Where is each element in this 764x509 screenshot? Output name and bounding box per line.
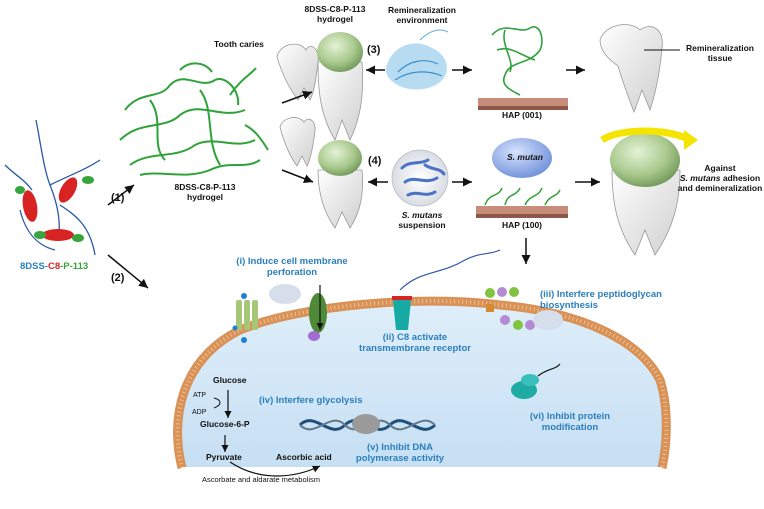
smutans-suspension <box>391 149 449 207</box>
mechanism-iv: (iv) Interfere glycolysis <box>259 395 363 406</box>
tooth-caries-middle <box>279 117 316 167</box>
hap-100-label: HAP (100) <box>502 220 542 230</box>
step-4-label: (4) <box>368 155 382 167</box>
mechanism-i: (i) Induce cell membrane perforation <box>236 256 348 278</box>
smutan-label: S. mutan <box>507 152 543 162</box>
remin-tissue-label: Remineralization tissue <box>685 43 755 63</box>
atp-adp-arc <box>213 397 221 409</box>
arrow-2 <box>107 254 149 289</box>
peptide-structure <box>4 119 101 256</box>
ascorbic-acid-label: Ascorbic acid <box>276 452 332 462</box>
peptide-label: 8DSS-C8-P-113 <box>20 261 89 272</box>
tooth-caries-label: Tooth caries <box>214 39 264 49</box>
arrow-to-gel-top <box>281 90 313 104</box>
hap-100-crystal <box>476 206 568 218</box>
hydrogel-protein <box>119 62 269 176</box>
peptide-on-hap-001 <box>491 26 543 96</box>
transmembrane-channel <box>308 285 327 341</box>
c8-receptor <box>392 249 501 330</box>
smutan-cell <box>492 138 552 178</box>
metabolism-label: Ascorbate and aldarate metabolism <box>202 475 320 484</box>
pyruvate-label: Pyruvate <box>206 452 242 462</box>
step-1-label: (1) <box>111 192 125 204</box>
adp-label: ADP <box>192 409 207 416</box>
pyruvate-to-ascorbic <box>229 461 321 477</box>
bacterial-cell <box>173 296 671 470</box>
arrow-1 <box>107 184 135 206</box>
peptide-on-hap-100 <box>484 187 561 206</box>
mechanism-ii: (ii) C8 activate transmembrane receptor <box>359 332 471 354</box>
membrane-cloud-1 <box>269 284 301 304</box>
tooth-with-gel-top <box>317 32 364 141</box>
mechanism-vi: (vi) Inhibit protein modification <box>529 411 611 433</box>
remin-env-label: Remineralization environment <box>387 5 457 25</box>
gel-top-label: 8DSS-C8-P-113 hydrogel <box>304 4 366 24</box>
protein-ribosome <box>511 363 561 399</box>
atp-label: ATP <box>193 392 207 399</box>
mechanism-iii: (iii) Interfere peptidoglycan biosynthes… <box>540 289 662 311</box>
tooth-caries-top <box>276 43 319 101</box>
tooth-with-gel-middle <box>317 140 364 229</box>
step-3-label: (3) <box>367 44 381 56</box>
mechanism-v: (v) Inhibit DNA polymerase activity <box>355 442 445 464</box>
hydrogel-label: 8DSS-C8-P-113 hydrogel <box>174 182 236 202</box>
step-2-label: (2) <box>111 272 125 284</box>
glucose-label: Glucose <box>213 375 247 385</box>
peptidoglycan-subunits <box>485 287 535 330</box>
remineralization-environment <box>385 29 449 90</box>
g6p-label: Glucose-6-P <box>200 419 250 429</box>
membrane-cloud-2 <box>533 310 563 330</box>
hap-001-crystal <box>478 98 568 110</box>
protected-tooth <box>600 127 698 256</box>
membrane-pore <box>232 293 258 343</box>
dna-helix <box>298 414 437 434</box>
arrow-to-gel-middle <box>281 169 314 183</box>
hap-001-label: HAP (001) <box>502 110 542 120</box>
remineralized-tooth <box>599 24 663 114</box>
